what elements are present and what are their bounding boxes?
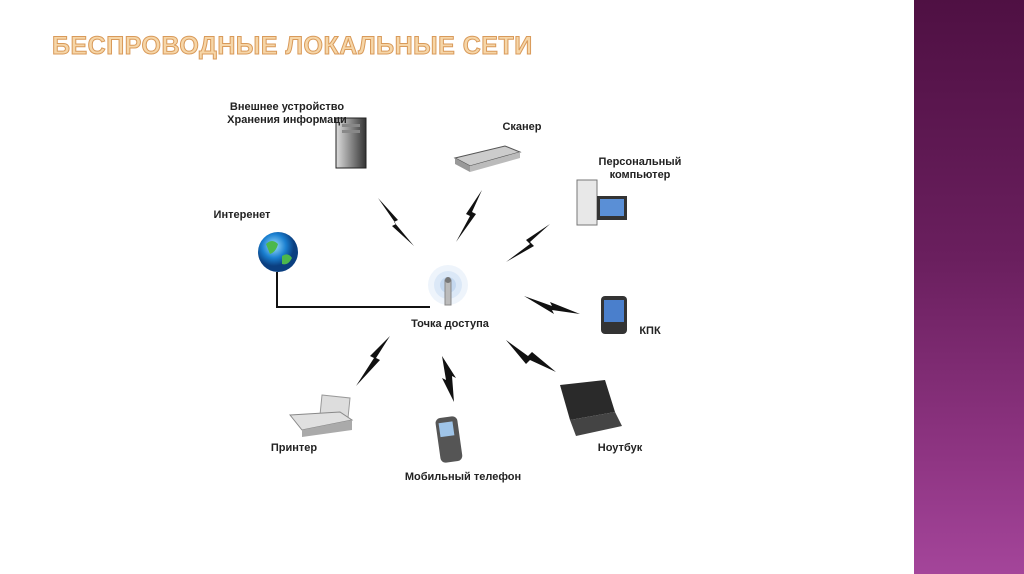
scanner-icon xyxy=(453,145,522,172)
access-point-label: Точка доступа xyxy=(411,318,489,330)
scanner-label: Сканер xyxy=(502,121,542,133)
slide-title: БЕСПРОВОДНЫЕ ЛОКАЛЬНЫЕ СЕТИ xyxy=(52,32,533,61)
wireless-signal-icons xyxy=(356,190,580,402)
printer-icon xyxy=(289,394,354,437)
pda-label: КПК xyxy=(639,325,661,337)
network-diagram xyxy=(258,117,627,463)
laptop-icon xyxy=(560,380,622,436)
internet-label: Интеренет xyxy=(213,209,271,221)
pda-icon xyxy=(601,296,627,334)
pc-icon xyxy=(576,179,627,226)
decorative-side-panel xyxy=(914,0,1024,574)
mobile-phone-icon xyxy=(435,416,463,463)
laptop-label: Ноутбук xyxy=(597,442,643,454)
connection-line xyxy=(276,272,430,308)
storage-icon xyxy=(335,117,367,169)
printer-label: Принтер xyxy=(270,442,318,454)
globe-icon xyxy=(258,232,298,272)
access-point-icon xyxy=(428,265,468,306)
mobile-phone-label: Мобильный телефон xyxy=(404,471,522,483)
